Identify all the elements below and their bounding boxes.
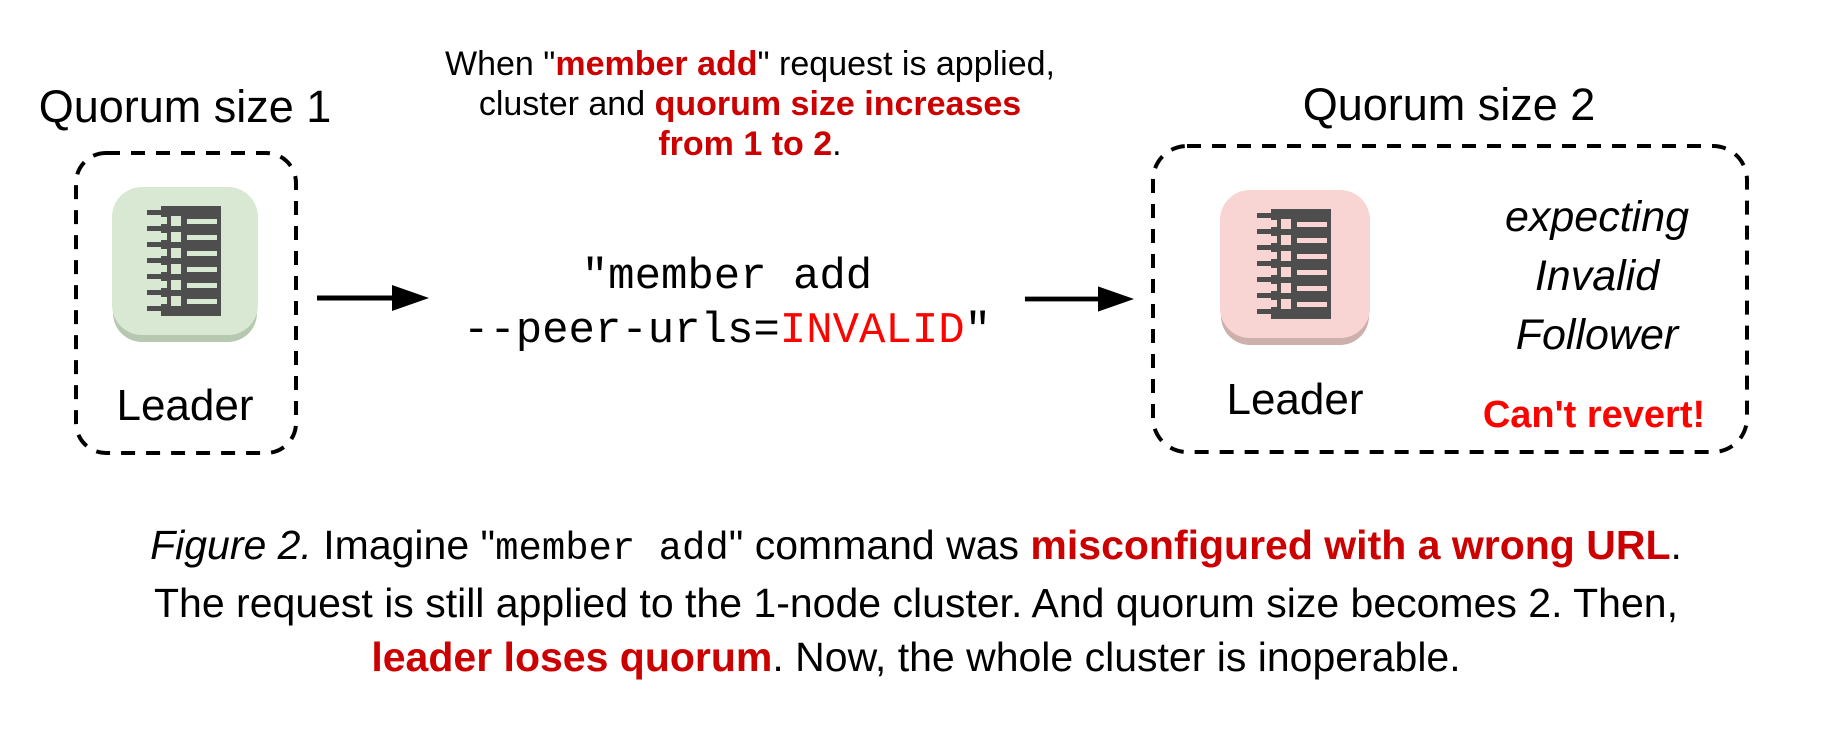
command-invalid-value: INVALID (779, 306, 965, 356)
caption-line-3: leader loses quorum. Now, the whole clus… (0, 630, 1832, 684)
caption-line-1: Figure 2. Imagine "member add" command w… (0, 518, 1832, 576)
command-line-2: --peer-urls=INVALID" (437, 304, 1017, 358)
arrow-right-icon (1024, 286, 1135, 312)
command-line-1: "member add (581, 252, 873, 302)
note-text: . (832, 125, 842, 163)
caption-text: . Now, the whole cluster is inoperable. (772, 634, 1461, 680)
caption-text: " command was (728, 522, 1031, 568)
caption-text: . (1670, 522, 1682, 568)
arrow-right-icon (317, 285, 429, 311)
left-cluster-box (74, 151, 298, 455)
note-text: cluster and (478, 85, 655, 123)
caption-emphasis: misconfigured with a wrong URL (1030, 522, 1671, 568)
command-text: " (964, 306, 992, 356)
command-text: --peer-urls= (462, 306, 780, 356)
expecting-line-1: expecting (1504, 193, 1690, 241)
note-text: " request is applied, (757, 45, 1055, 83)
member-add-note: When "member add" request is applied, cl… (430, 44, 1070, 164)
notebook-icon (147, 206, 221, 316)
note-text: When " (445, 45, 556, 83)
caption-emphasis: leader loses quorum (371, 634, 773, 680)
left-cluster-title: Quorum size 1 (38, 81, 332, 132)
caption-line-2: The request is still applied to the 1-no… (154, 580, 1678, 626)
right-cluster-title: Quorum size 2 (1302, 79, 1596, 130)
note-line-3: from 1 to 2. (430, 124, 1070, 164)
figure-caption: Figure 2. Imagine "member add" command w… (0, 518, 1832, 684)
expecting-line-2: Invalid (1534, 252, 1660, 300)
left-leader-label: Leader (116, 381, 254, 430)
caption-code: member add (495, 527, 729, 571)
right-leader-label: Leader (1226, 375, 1364, 424)
expecting-line-3: Follower (1515, 311, 1679, 359)
note-line-1: When "member add" request is applied, (430, 44, 1070, 84)
note-emphasis: quorum size increases (654, 85, 1022, 123)
expecting-follower-note: expecting Invalid Follower (1447, 188, 1747, 365)
notebook-icon (1257, 209, 1331, 319)
cant-revert-warning: Can't revert! (1482, 394, 1706, 436)
note-line-2: cluster and quorum size increases (430, 84, 1070, 124)
caption-figure-label: Figure 2. (150, 522, 312, 568)
note-emphasis: member add (555, 45, 758, 83)
note-emphasis: from 1 to 2 (658, 125, 833, 163)
leader-node-green (112, 187, 258, 335)
right-cluster-box (1151, 144, 1749, 454)
leader-node-pink (1220, 190, 1370, 338)
caption-text: Imagine " (311, 522, 496, 568)
member-add-command: "member add --peer-urls=INVALID" (437, 250, 1017, 358)
